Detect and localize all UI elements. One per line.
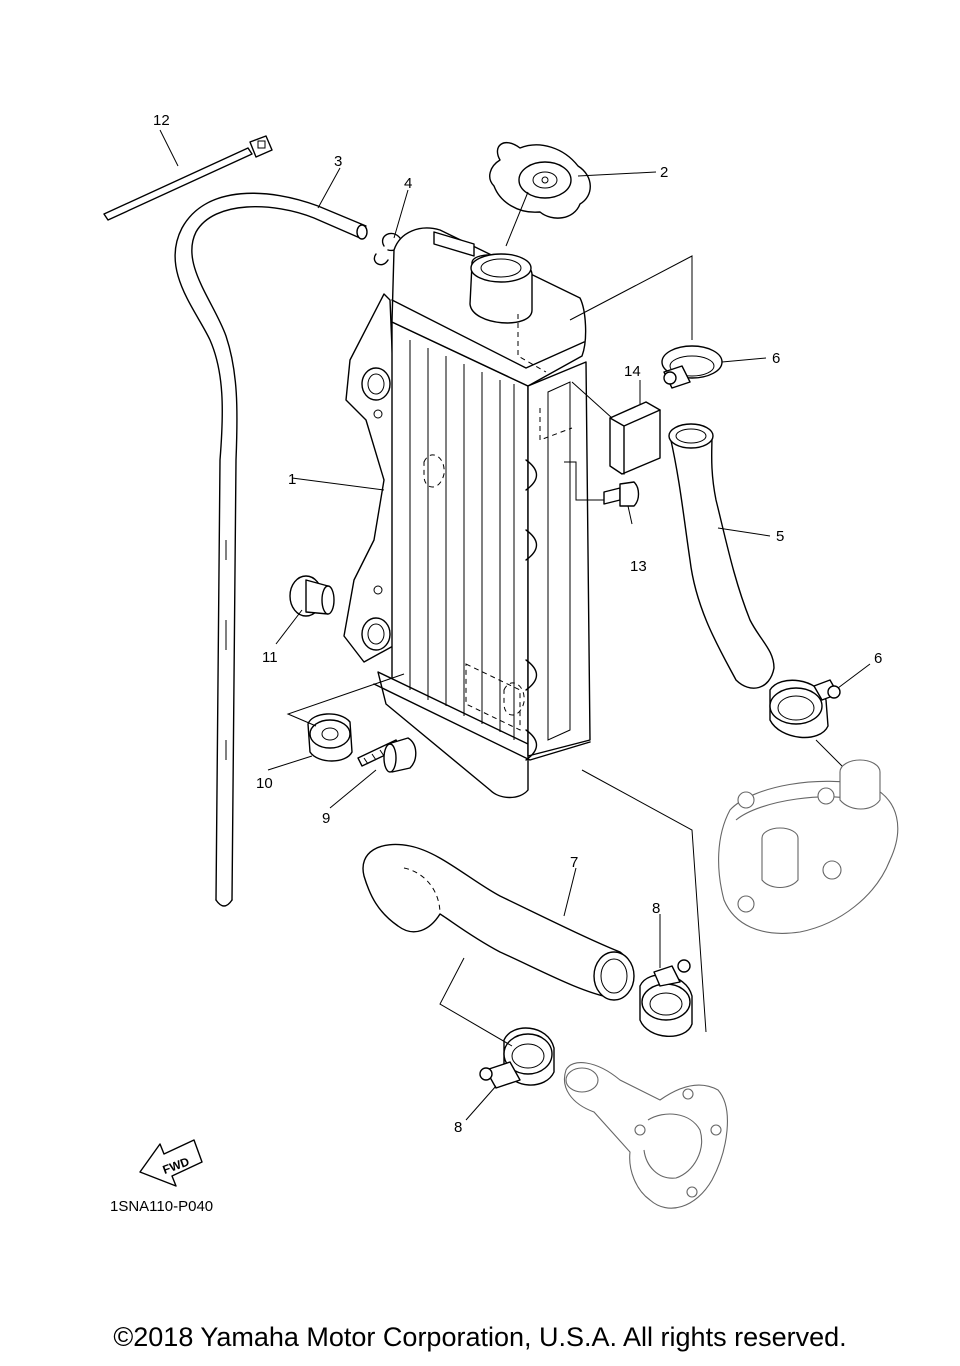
callout-3: 3 [334,153,342,170]
upper-radiator-hose-part [668,423,775,689]
leader-lines [159,129,871,1121]
callout-6-upper: 6 [772,350,780,367]
radiator-cap-part [489,142,591,219]
grommet-part [307,713,353,762]
callout-8-left: 8 [454,1119,462,1136]
callout-9: 9 [322,810,330,827]
water-pump-cover-ghost [564,1062,728,1209]
callout-4: 4 [404,175,412,192]
sponge-pad-part [609,401,661,475]
mounting-bolt-part [357,737,417,773]
cable-tie-part [103,135,273,221]
collar-part [289,575,335,617]
breather-tube [174,192,368,907]
hose-clamp-upper-part [661,345,723,389]
hose-clamp-lower-part [769,679,841,739]
radiator-part [343,227,591,799]
callout-5: 5 [776,528,784,545]
callout-8-right: 8 [652,900,660,917]
fwd-arrow-icon: FWD [139,1139,203,1187]
callout-10: 10 [256,775,273,792]
drawing-code: 1SNA110-P040 [110,1198,213,1215]
callout-6-lower: 6 [874,650,882,667]
callout-12: 12 [153,112,170,129]
callout-11: 11 [262,649,278,666]
hose-clamp-8a-part [639,959,693,1038]
lower-radiator-hose-part [362,843,635,1001]
callout-7: 7 [570,854,578,871]
hose-clamp-8b-part [479,1027,555,1089]
callout-1: 1 [288,471,296,488]
bolt-13-part [603,481,640,507]
callout-14: 14 [624,363,641,380]
copyright-notice: ©2018 Yamaha Motor Corporation, U.S.A. A… [113,1322,847,1352]
callout-labels: 12 3 4 2 6 14 1 5 13 6 11 10 9 7 8 8 [153,112,882,1136]
callout-2: 2 [660,164,668,181]
cylinder-head-ghost [718,759,899,934]
callout-13: 13 [630,558,647,575]
